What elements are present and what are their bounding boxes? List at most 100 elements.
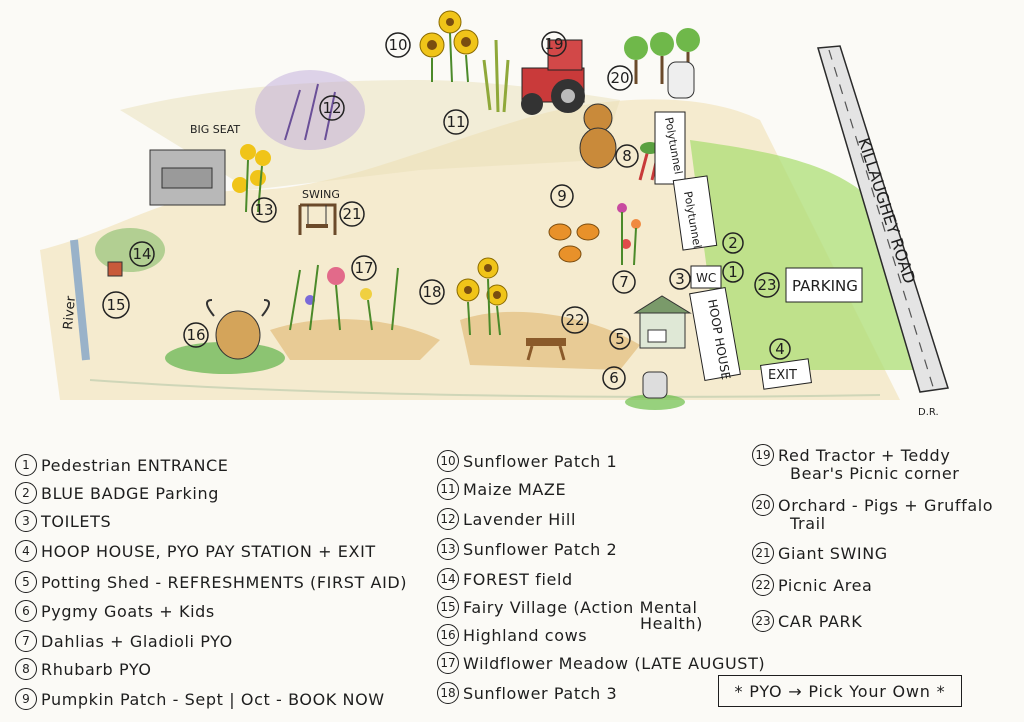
- key-number: 16: [437, 624, 459, 646]
- marker-9: 9: [550, 184, 574, 208]
- key-label: Highland cows: [463, 625, 588, 645]
- key-label: Orchard - Pigs + Gruffalo: [778, 495, 994, 515]
- wc-sign-label: WC: [696, 271, 716, 285]
- marker-21: 21: [339, 201, 365, 227]
- marker-4: 4: [769, 338, 791, 360]
- sunflower-patch-3: [456, 257, 508, 336]
- marker-6: 6: [602, 366, 626, 390]
- key-number: 12: [437, 508, 459, 530]
- svg-text:5: 5: [615, 330, 625, 348]
- potting-shed: [633, 295, 692, 349]
- marker-20: 20: [607, 65, 633, 91]
- key-number: 19: [752, 444, 774, 466]
- key-number: 3: [15, 510, 37, 532]
- key-number: 17: [437, 652, 459, 674]
- key-label: Sunflower Patch 3: [463, 683, 618, 703]
- key-label: Wildflower Meadow (LATE AUGUST): [463, 653, 766, 673]
- red-tractor: [521, 39, 585, 115]
- exit-sign: EXIT: [759, 358, 813, 390]
- key-item-20-continued: Trail: [790, 514, 826, 533]
- marker-17: 17: [351, 255, 377, 281]
- key-label: Pumpkin Patch - Sept | Oct - BOOK NOW: [41, 689, 385, 709]
- key-number: 20: [752, 494, 774, 516]
- signature: D.R.: [918, 407, 939, 418]
- marker-13: 13: [251, 197, 277, 223]
- key-label: Sunflower Patch 1: [463, 451, 618, 471]
- svg-text:10: 10: [388, 36, 407, 54]
- marker-7: 7: [612, 270, 636, 294]
- farm-map: KILLAUGHEY ROAD River Polytunnel: [40, 10, 949, 418]
- key-label: Fairy Village (Action Mental: [463, 597, 698, 617]
- key-label: Pygmy Goats + Kids: [41, 601, 215, 621]
- key-label: BLUE BADGE Parking: [41, 483, 219, 503]
- marker-14: 14: [129, 241, 155, 267]
- key-number: 4: [15, 540, 37, 562]
- svg-text:20: 20: [610, 69, 629, 87]
- parking-sign: PARKING: [785, 267, 863, 303]
- svg-text:3: 3: [675, 270, 685, 288]
- key-label: FOREST field: [463, 569, 573, 589]
- marker-8: 8: [615, 144, 639, 168]
- key-label: Picnic Area: [778, 575, 873, 595]
- key-number: 9: [15, 688, 37, 710]
- key-number: 6: [15, 600, 37, 622]
- svg-text:8: 8: [622, 147, 632, 165]
- marker-16: 16: [183, 322, 209, 348]
- key-label: CAR PARK: [778, 611, 863, 631]
- key-item-19-continued: Bear's Picnic corner: [790, 464, 959, 483]
- svg-text:16: 16: [186, 326, 205, 344]
- picnic-table: [526, 338, 566, 361]
- key-number: 22: [752, 574, 774, 596]
- dahlias-patch: [617, 203, 641, 266]
- lavender-hill: [255, 70, 365, 150]
- key-label: Maize MAZE: [463, 479, 567, 499]
- marker-18: 18: [419, 279, 445, 305]
- key-label: TOILETS: [41, 511, 112, 531]
- svg-text:13: 13: [254, 201, 273, 219]
- marker-23: 23: [754, 272, 780, 298]
- svg-text:22: 22: [565, 311, 584, 329]
- marker-11: 11: [443, 109, 469, 135]
- key-label: Pedestrian ENTRANCE: [41, 455, 229, 475]
- key-number: 5: [15, 571, 37, 593]
- svg-text:21: 21: [342, 205, 361, 223]
- svg-text:7: 7: [619, 273, 629, 291]
- key-number: 14: [437, 568, 459, 590]
- parking-sign-label: PARKING: [792, 277, 858, 295]
- key-label: Health): [640, 614, 703, 633]
- svg-text:9: 9: [557, 187, 567, 205]
- marker-22: 22: [561, 306, 589, 334]
- svg-text:17: 17: [354, 259, 373, 277]
- key-number: 7: [15, 630, 37, 652]
- marker-1: 1: [722, 261, 744, 283]
- key-number: 11: [437, 478, 459, 500]
- key-label: Lavender Hill: [463, 509, 577, 529]
- svg-text:11: 11: [446, 113, 465, 131]
- sunflower-patch-2: [232, 144, 271, 213]
- marker-3: 3: [669, 268, 691, 290]
- highland-cow: [165, 299, 285, 374]
- marker-15: 15: [102, 291, 130, 319]
- wc-sign: WC: [690, 265, 722, 289]
- hoop-house: HOOP HOUSE: [689, 286, 741, 382]
- river-label: River: [61, 295, 79, 331]
